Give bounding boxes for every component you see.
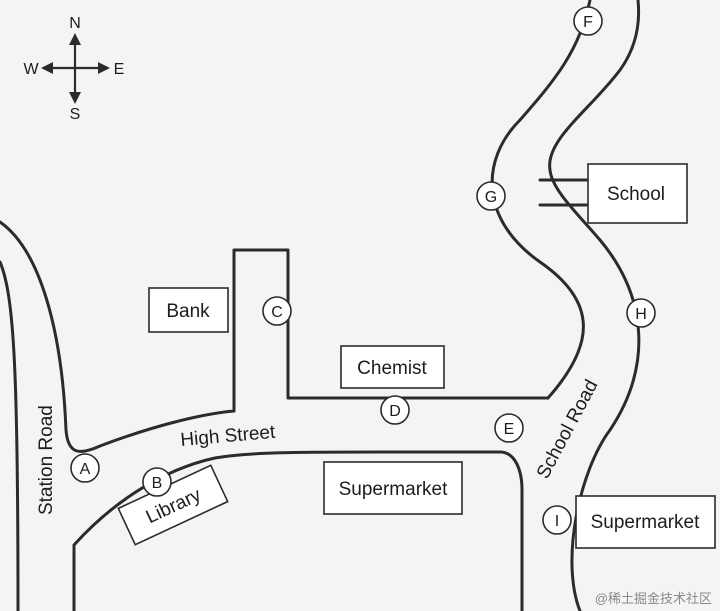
point-marker-a: A [70, 453, 100, 483]
svg-text:F: F [583, 14, 593, 31]
school-building: School [587, 163, 688, 224]
bank-building: Bank [148, 287, 229, 333]
point-marker-i: I [542, 505, 572, 535]
east-arrow-icon [98, 62, 110, 74]
bank-label: Bank [166, 301, 210, 322]
compass-east: E [114, 61, 125, 78]
svg-text:H: H [635, 306, 647, 323]
svg-text:B: B [152, 475, 163, 492]
compass-north: N [69, 15, 81, 32]
station-road-edge-west [0, 260, 20, 611]
station-road-edge-east [0, 220, 236, 453]
supermarket-school-road-label: Supermarket [591, 512, 700, 533]
school-road-edge-east [548, 0, 641, 611]
supermarket-high-street-label: Supermarket [339, 479, 448, 500]
svg-text:I: I [555, 513, 559, 530]
point-marker-f: F [573, 6, 603, 36]
svg-text:G: G [485, 189, 497, 206]
svg-text:A: A [80, 461, 91, 478]
library-building: Library [117, 464, 229, 546]
supermarket-high-street-building: Supermarket [323, 461, 463, 515]
point-marker-c: C [262, 296, 292, 326]
svg-text:C: C [271, 304, 283, 321]
point-marker-e: E [494, 413, 524, 443]
supermarket-school-road-building: Supermarket [575, 495, 716, 549]
svg-text:E: E [504, 421, 515, 438]
point-marker-b: B [142, 467, 172, 497]
high-street-edge-north [232, 248, 550, 413]
svg-text:D: D [389, 403, 401, 420]
south-arrow-icon [69, 92, 81, 104]
point-marker-d: D [380, 395, 410, 425]
north-arrow-icon [69, 33, 81, 45]
point-marker-g: G [476, 181, 506, 211]
compass-west: W [23, 61, 39, 78]
west-arrow-icon [41, 62, 53, 74]
high-street-label: High Street [180, 422, 277, 451]
high-street-edge-south [72, 450, 524, 611]
chemist-building: Chemist [340, 345, 445, 389]
station-road-label: Station Road [36, 405, 57, 515]
school-road-edge-west [490, 0, 592, 400]
compass-south: S [70, 106, 81, 123]
compass-rose: N S W E [23, 15, 124, 123]
chemist-label: Chemist [357, 358, 427, 379]
watermark-text: @稀土掘金技术社区 [595, 591, 712, 606]
point-marker-h: H [626, 298, 656, 328]
school-label: School [607, 184, 665, 205]
